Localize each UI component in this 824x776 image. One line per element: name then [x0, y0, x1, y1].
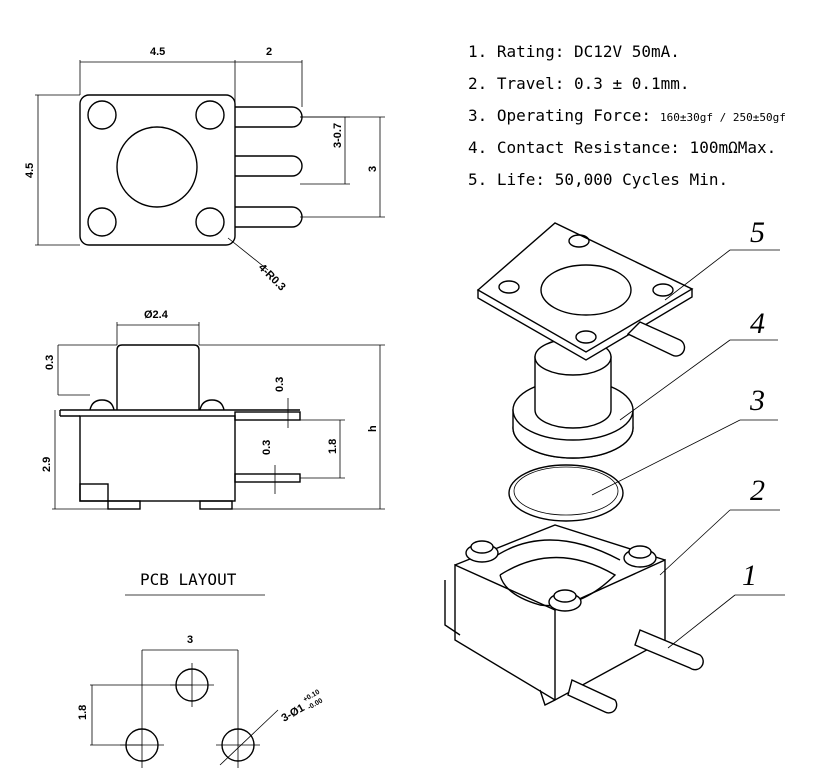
- part-cover: [476, 222, 694, 361]
- cover-tab: [626, 321, 686, 357]
- base-pin: [567, 679, 618, 714]
- dim-pin-thickness-upper: 0.3: [274, 377, 286, 392]
- dim-pin-length: 2: [266, 46, 272, 58]
- dim-pin-spacing: 1.8: [327, 439, 339, 454]
- foot: [107, 500, 141, 510]
- base-pin: [634, 629, 704, 671]
- callouts: 1 2 3 4 5: [591, 216, 785, 649]
- dim-body-height: 2.9: [41, 457, 53, 472]
- spec-contact-resistance: 4. Contact Resistance: 100mΩMax.: [468, 138, 776, 157]
- switch-body-side: [79, 415, 236, 502]
- side-view: Ø2.4 0.3 2.9 0.3 0.3 1.8 h: [41, 309, 385, 510]
- dim-overall-height: h: [367, 425, 379, 432]
- dim-corner-radius: 4-R0.3: [256, 262, 288, 294]
- dim-height: 4.5: [24, 163, 36, 178]
- exploded-view: 1 2 3 4 5: [444, 216, 785, 714]
- dim-width: 4.5: [150, 46, 165, 58]
- corner-hole: [87, 100, 117, 130]
- spec-travel: 2. Travel: 0.3 ± 0.1mm.: [468, 74, 690, 93]
- dim-top-gap: 0.3: [44, 355, 56, 370]
- callout-4: 4: [750, 307, 765, 340]
- spec-operating-force: 3. Operating Force:: [468, 106, 651, 125]
- corner-hole: [87, 207, 117, 237]
- dim-pin-span: 3: [367, 166, 379, 172]
- corner-hole: [195, 100, 225, 130]
- part-actuator: [512, 338, 634, 459]
- pin-side: [234, 473, 301, 483]
- dim-hole-pitch: 3: [187, 634, 193, 646]
- dim-hole-offset: 1.8: [77, 705, 89, 720]
- spec-life: 5. Life: 50,000 Cycles Min.: [468, 170, 728, 189]
- spec-list: 1. Rating: DC12V 50mA. 2. Travel: 0.3 ± …: [468, 42, 786, 189]
- callout-5: 5: [750, 216, 765, 249]
- spec-rating: 1. Rating: DC12V 50mA.: [468, 42, 680, 61]
- dim-pin-pitch: 3-0.7: [332, 123, 344, 148]
- corner-hole: [195, 207, 225, 237]
- pin-terminal: [235, 155, 303, 177]
- foot: [199, 500, 233, 510]
- part-base-housing: [444, 524, 704, 714]
- dim-actuator-diameter: Ø2.4: [144, 309, 169, 321]
- pcb-layout-title: PCB LAYOUT: [140, 570, 237, 589]
- dim-pin-thickness-lower: 0.3: [261, 440, 273, 455]
- pin-side: [234, 411, 301, 421]
- top-view: 4.5 2 4.5 3-0.7 3 4-R0.3: [24, 46, 385, 293]
- pin-terminal: [235, 106, 303, 128]
- callout-2: 2: [750, 474, 765, 507]
- pin-terminal: [235, 206, 303, 228]
- part-metal-dome: [508, 464, 624, 522]
- callout-3: 3: [749, 384, 765, 417]
- switch-body-outline: [79, 94, 236, 246]
- callout-1: 1: [742, 559, 757, 592]
- dim-hole-diameter: 3-Ø1: [280, 702, 307, 725]
- actuator-circle: [116, 126, 198, 208]
- actuator-plunger: [116, 344, 200, 410]
- spec-operating-force-values: 160±30gf / 250±50gf: [660, 111, 786, 124]
- pcb-layout: PCB LAYOUT 3 1.8 3-Ø1 +0.10 -0.00: [77, 570, 324, 768]
